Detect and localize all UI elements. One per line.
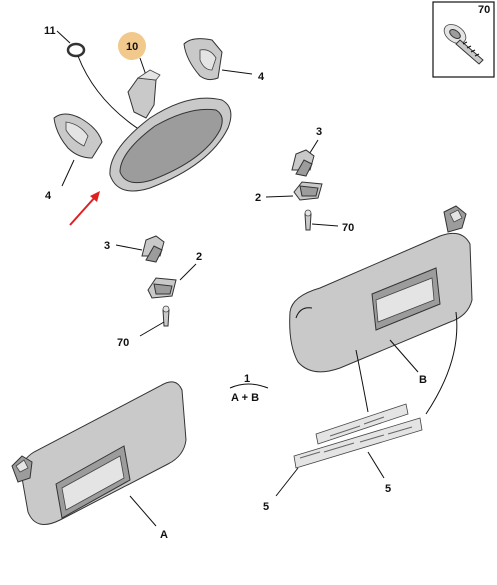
label-11: 11 (44, 25, 56, 37)
part-5-sticker-lower[interactable] (293, 417, 423, 469)
label-3-upper: 3 (316, 126, 322, 138)
label-b: B (419, 374, 427, 386)
part-11-grommet[interactable]: 11 (44, 25, 86, 58)
wire-right (425, 311, 458, 415)
part-10-mount[interactable]: 10 (118, 32, 161, 119)
hinge-set-lower[interactable]: 3 2 70 (104, 235, 202, 349)
hinge-set-upper[interactable]: 3 2 70 (255, 126, 354, 234)
label-a: A (160, 529, 168, 541)
label-2-upper: 2 (255, 192, 261, 204)
sun-visor-b[interactable]: B (289, 205, 473, 386)
screw-icon (443, 24, 484, 65)
label-70-inset: 70 (478, 4, 490, 16)
mirror-wire (77, 55, 141, 131)
wire-left (355, 349, 369, 413)
variant-key: 1 A + B (229, 373, 269, 404)
screw-inset[interactable]: 70 (432, 1, 495, 78)
part-4-cover-left[interactable]: 4 (45, 113, 103, 202)
highlight-circle (118, 32, 146, 60)
label-70-lower: 70 (117, 337, 129, 349)
label-4-left: 4 (45, 190, 52, 202)
label-a-plus-b: A + B (231, 392, 259, 404)
label-1: 1 (244, 373, 250, 385)
part-4-cover-right[interactable]: 4 (183, 38, 265, 83)
part-5-sticker-upper[interactable] (315, 403, 409, 445)
label-3-lower: 3 (104, 240, 110, 252)
label-5-right: 5 (385, 483, 391, 495)
label-4-right: 4 (258, 71, 265, 83)
interior-mirror[interactable] (109, 97, 232, 192)
label-5-left: 5 (263, 501, 269, 513)
label-10: 10 (126, 41, 138, 53)
sun-visor-a[interactable]: A (11, 381, 187, 541)
label-70-upper: 70 (342, 222, 354, 234)
label-2-lower: 2 (196, 251, 202, 263)
red-arrow-icon (69, 191, 100, 226)
